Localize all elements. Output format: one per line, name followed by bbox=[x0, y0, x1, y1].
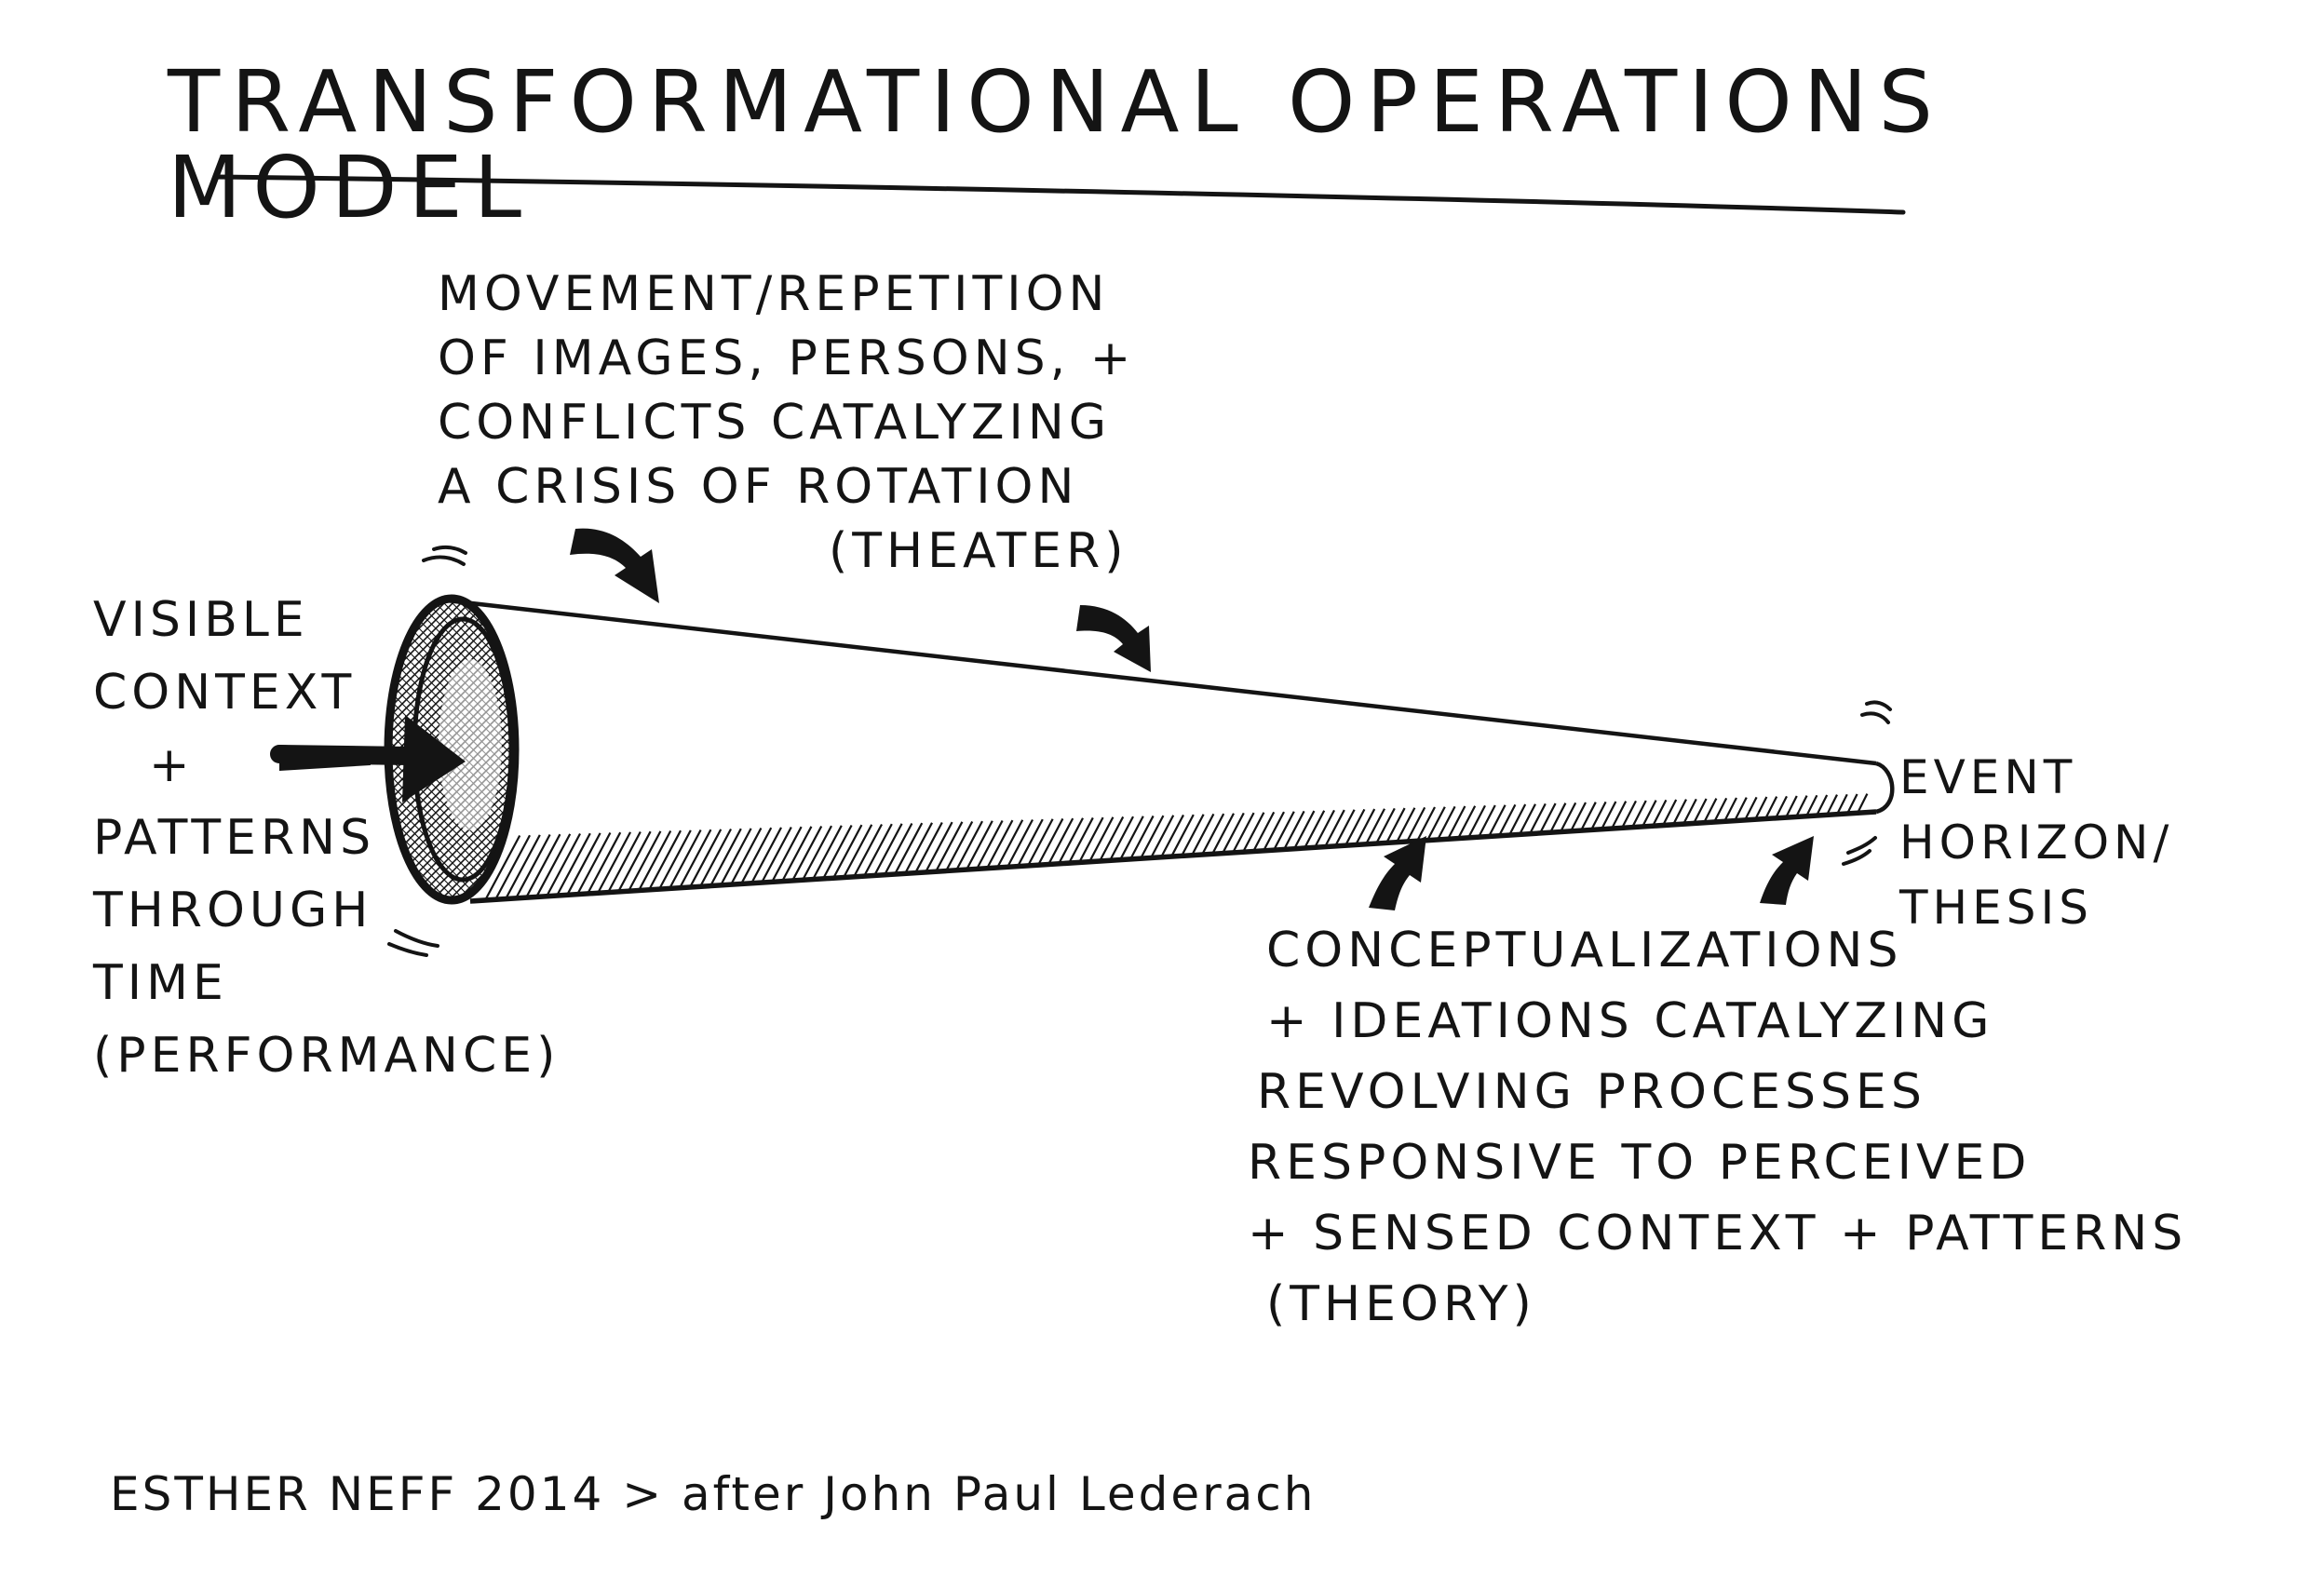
annotation-line: THROUGH bbox=[93, 883, 373, 938]
arrow-up-icon bbox=[1369, 836, 1426, 910]
arrow-right-icon bbox=[270, 715, 466, 802]
theater-annotation: MOVEMENT/REPETITION OF IMAGES, PERSONS, … bbox=[438, 270, 1135, 591]
cone-shading-hatch bbox=[483, 793, 1869, 901]
annotation-line: HORIZON/ bbox=[1899, 816, 2174, 870]
page-title: TRANSFORMATIONAL OPERATIONS MODEL bbox=[168, 52, 1944, 237]
cone-bottom-edge bbox=[469, 809, 1877, 904]
annotation-line: PATTERNS bbox=[93, 810, 376, 866]
arrow-down-icon bbox=[1076, 605, 1151, 672]
title-underline bbox=[213, 174, 1906, 215]
annotation-line: + SENSED CONTEXT + PATTERNS bbox=[1248, 1206, 2188, 1261]
arrow-up-icon bbox=[1760, 836, 1814, 905]
annotation-line: RESPONSIVE TO PERCEIVED bbox=[1248, 1135, 2032, 1191]
performance-annotation: VISIBLE CONTEXT + PATTERNS THROUGH TIME … bbox=[93, 596, 560, 1104]
annotation-line: MOVEMENT/REPETITION bbox=[438, 266, 1110, 322]
annotation-line: A CRISIS OF ROTATION bbox=[438, 459, 1079, 515]
cone-top-edge bbox=[446, 598, 1877, 766]
arrow-down-icon bbox=[570, 528, 659, 603]
annotation-line: EVENT bbox=[1899, 750, 2077, 804]
motion-marks-mouth bbox=[387, 545, 467, 957]
annotation-line: OF IMAGES, PERSONS, + bbox=[438, 330, 1136, 386]
theory-annotation: CONCEPTUALIZATIONS + IDEATIONS CATALYZIN… bbox=[1248, 926, 2187, 1351]
annotation-line: (THEORY) bbox=[1266, 1276, 1536, 1332]
annotation-line: TIME bbox=[93, 955, 228, 1011]
annotation-line: CONCEPTUALIZATIONS bbox=[1266, 923, 1903, 978]
annotation-line: VISIBLE bbox=[93, 592, 309, 648]
author-credit: ESTHER NEFF 2014 > after John Paul Leder… bbox=[110, 1467, 1317, 1521]
cone bbox=[446, 598, 1895, 904]
annotation-line: REVOLVING PROCESSES bbox=[1257, 1064, 1926, 1120]
annotation-line: + IDEATIONS CATALYZING bbox=[1266, 993, 1994, 1049]
motion-marks-tip bbox=[1842, 700, 1892, 866]
annotation-line: CONTEXT bbox=[93, 665, 357, 721]
annotation-line: (THEATER) bbox=[829, 523, 1128, 579]
annotation-line: (PERFORMANCE) bbox=[93, 1028, 561, 1084]
horizon-annotation: EVENT HORIZON/ THESIS bbox=[1899, 754, 2173, 950]
cone-tip bbox=[1875, 761, 1895, 815]
annotation-line: CONFLICTS CATALYZING bbox=[438, 395, 1112, 451]
annotation-line: THESIS bbox=[1899, 881, 2093, 935]
annotation-line: + bbox=[149, 737, 195, 793]
